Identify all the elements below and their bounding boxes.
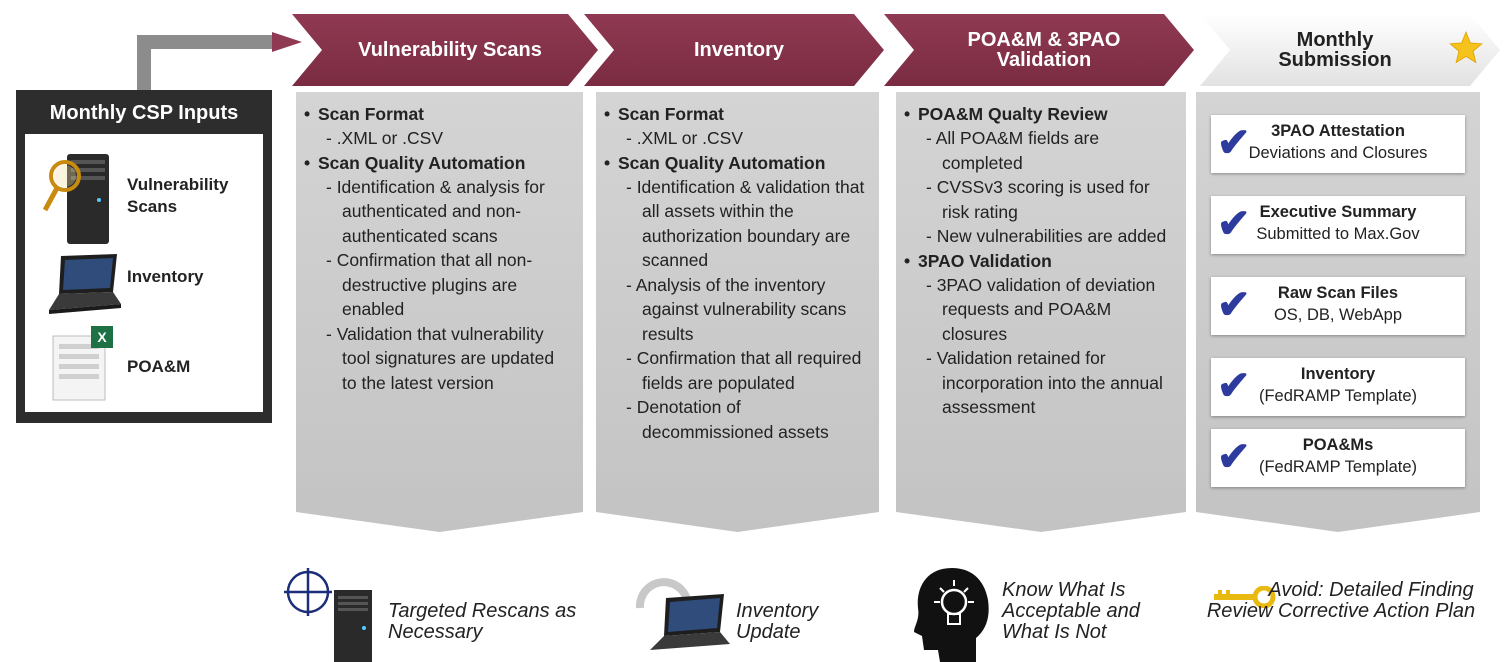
column-inventory: Scan Format- .XML or .CSV Scan Quality Au… [596, 92, 879, 532]
bullet-detail: - Confirmation that all non-destructive … [326, 250, 533, 319]
submission-item-title: Inventory [1300, 365, 1376, 383]
bullet-detail: - .XML or .CSV [326, 128, 444, 148]
caption-avoid: Avoid: Detailed Finding Review Correctiv… [1206, 579, 1476, 622]
submission-item-detail: (FedRAMP Template) [1258, 387, 1418, 405]
bullet-detail: - All POA&M fields are completed [926, 128, 1100, 173]
input-item-poam: POA&M [127, 357, 191, 376]
bullet-heading: POA&M Qualty Review [904, 102, 1174, 126]
checkmark-icon: ✔ [1217, 202, 1251, 246]
caption-targeted-rescans: Targeted Rescans as Necessary [388, 600, 577, 643]
header-inventory-label: Inventory [693, 39, 785, 61]
excel-badge: X [97, 329, 107, 345]
input-item-vulnerability-scans: Vulnerability Scans [127, 175, 229, 216]
bullet-heading: Scan Format [604, 102, 867, 126]
column-poam-validation: POA&M Qualty Review- All POA&M fields ar… [896, 92, 1186, 532]
header-vulnerability-scans: Vulnerability Scans [292, 14, 598, 86]
checkmark-icon: ✔ [1217, 364, 1251, 408]
key-icon [1214, 586, 1276, 608]
head-lightbulb-icon [914, 568, 989, 662]
bullet-detail: - New vulnerabilities are added [926, 226, 1167, 246]
bullet-detail: - Denotation of decommissioned assets [626, 397, 829, 442]
header-monthly-submission-label: Monthly Submission [1278, 29, 1392, 71]
poam-validation-list: POA&M Qualty Review- All POA&M fields ar… [896, 92, 1186, 420]
bullet-detail: - 3PAO validation of deviation requests … [926, 274, 1156, 344]
bullet-detail: - Validation retained for incorporation … [926, 348, 1163, 417]
bullet-detail: - Identification & analysis for authenti… [326, 176, 545, 246]
star-icon [1449, 31, 1483, 64]
checkmark-icon: ✔ [1217, 283, 1251, 327]
target-server-icon [284, 568, 372, 662]
submission-item-detail: OS, DB, WebApp [1273, 306, 1403, 324]
submission-item-detail: (FedRAMP Template) [1258, 458, 1418, 476]
bullet-detail: - Identification & validation that all a… [626, 176, 865, 271]
submission-item-detail: Submitted to Max.Gov [1256, 225, 1420, 243]
bullet-heading: Scan Quality Automation [304, 151, 571, 175]
column-vulnerability-scans: Scan Format- .XML or .CSV Scan Quality Au… [296, 92, 583, 532]
vulnerability-scans-list: Scan Format- .XML or .CSV Scan Quality Au… [296, 92, 583, 395]
checkmark-icon: ✔ [1217, 435, 1251, 479]
caption-know-what-is-acceptable: Know What Is Acceptable and What Is Not [1002, 579, 1140, 643]
monthly-csp-inputs-panel: Monthly CSP Inputs Vulnerability Scans I… [16, 90, 272, 423]
bullet-detail: - Analysis of the inventory against vuln… [626, 274, 847, 344]
inventory-list: Scan Format- .XML or .CSV Scan Quality Au… [596, 92, 879, 444]
submission-item-title: Raw Scan Files [1277, 284, 1399, 302]
header-vulnerability-scans-label: Vulnerability Scans [358, 39, 542, 61]
checkmark-icon: ✔ [1217, 121, 1251, 165]
header-poam-validation: POA&M & 3PAO Validation [884, 14, 1194, 86]
header-poam-validation-label: POA&M & 3PAO Validation [967, 29, 1121, 71]
server-search-icon [43, 154, 109, 244]
spreadsheet-icon [52, 326, 113, 401]
inputs-title: Monthly CSP Inputs [49, 102, 239, 124]
bullet-detail: - Confirmation that all required fields … [626, 348, 862, 393]
bullet-heading: 3PAO Validation [904, 249, 1174, 273]
header-monthly-submission: Monthly Submission [1200, 14, 1500, 86]
connector-arrow [137, 32, 302, 96]
inputs-list: Vulnerability Scans Inventory X POA&M [25, 134, 263, 412]
submission-item-title: Executive Summary [1259, 203, 1417, 221]
bullet-detail: - Validation that vulnerability tool sig… [326, 323, 555, 393]
submission-item-detail: Deviations and Closures [1248, 144, 1428, 162]
submission-item: ✔ Inventory (FedRAMP Template) [1211, 358, 1465, 416]
header-inventory: Inventory [584, 14, 884, 86]
laptop-icon [49, 254, 121, 314]
submission-item-title: POA&Ms [1302, 436, 1374, 454]
bullet-heading: Scan Quality Automation [604, 151, 867, 175]
submission-item-title: 3PAO Attestation [1271, 122, 1405, 140]
input-item-inventory: Inventory [127, 267, 204, 286]
bullet-detail: - CVSSv3 scoring is used for risk rating [926, 177, 1150, 222]
submission-item: ✔ POA&Ms (FedRAMP Template) [1211, 429, 1465, 487]
laptop-refresh-icon [635, 578, 730, 650]
bullet-detail: - .XML or .CSV [626, 128, 744, 148]
bullet-heading: Scan Format [304, 102, 571, 126]
caption-inventory-update: Inventory Update [736, 600, 819, 643]
